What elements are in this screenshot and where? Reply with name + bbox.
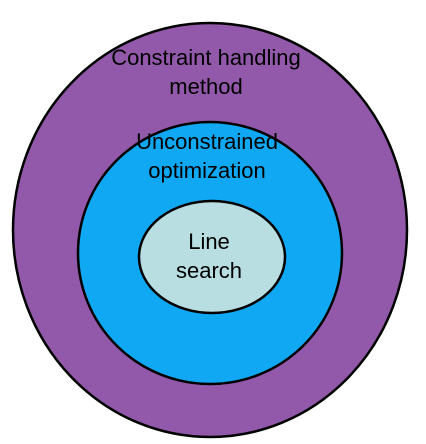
inner-label-line-1: Line <box>188 229 230 254</box>
middle-label-line-1: Unconstrained <box>136 129 278 154</box>
outer-label-line-1: Constraint handling <box>111 45 301 70</box>
middle-label-line-2: optimization <box>148 158 265 183</box>
inner-ellipse-line-search <box>137 199 287 315</box>
inner-label-line-2: search <box>176 258 242 283</box>
outer-label-line-2: method <box>169 74 242 99</box>
